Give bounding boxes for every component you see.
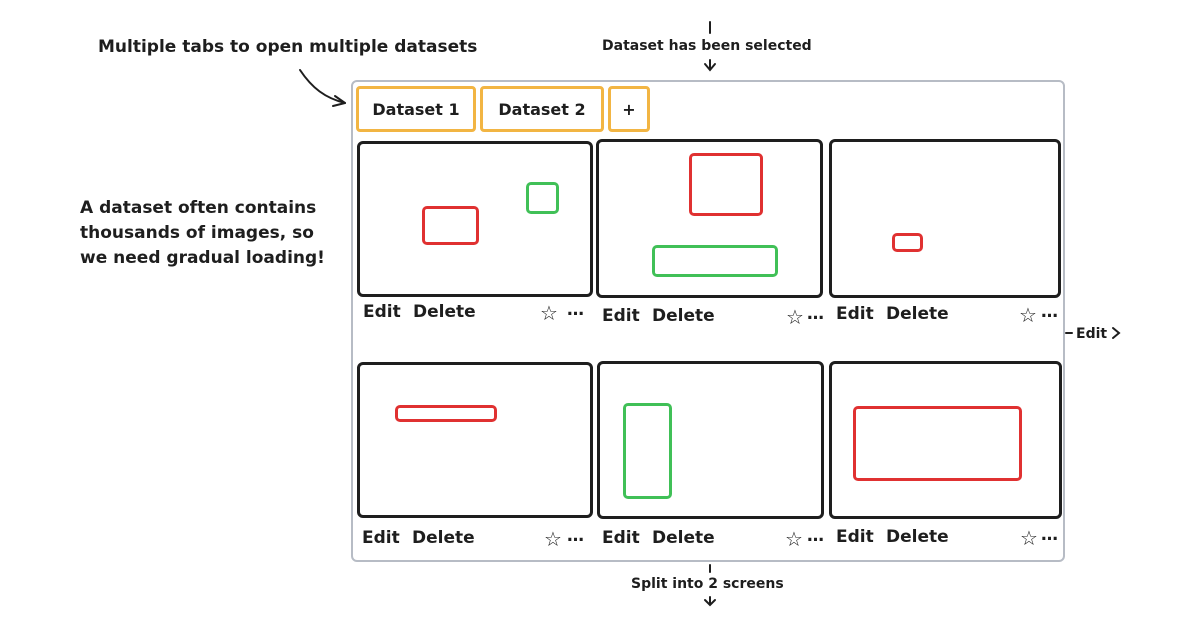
card-actions: Edit Delete ☆ … <box>602 304 827 330</box>
star-icon[interactable]: ☆ <box>786 305 804 329</box>
edit-button[interactable]: Edit <box>363 302 401 322</box>
edit-button[interactable]: Edit <box>362 528 400 548</box>
star-icon[interactable]: ☆ <box>785 527 803 551</box>
card-actions: Edit Delete ☆ … <box>836 302 1061 328</box>
more-options-icon[interactable]: … <box>807 526 824 546</box>
tab-label: Dataset 2 <box>498 99 586 119</box>
more-options-icon[interactable]: … <box>567 300 584 320</box>
edit-button[interactable]: Edit <box>602 528 640 548</box>
annotation-box-green <box>652 245 778 277</box>
image-card[interactable] <box>829 139 1061 298</box>
selected-annotation: Dataset has been selected <box>602 38 812 54</box>
plus-icon: + <box>622 99 636 119</box>
image-card[interactable] <box>357 141 593 297</box>
image-card[interactable] <box>597 361 824 519</box>
image-card[interactable] <box>829 361 1062 519</box>
annotation-box-red <box>689 153 763 216</box>
annotation-box-red <box>892 233 923 252</box>
delete-button[interactable]: Delete <box>886 304 949 324</box>
tabs-annotation: Multiple tabs to open multiple datasets <box>98 37 478 57</box>
edit-button[interactable]: Edit <box>836 527 874 547</box>
delete-button[interactable]: Delete <box>412 528 475 548</box>
image-card[interactable] <box>596 139 823 298</box>
delete-button[interactable]: Delete <box>652 528 715 548</box>
tab-dataset-2[interactable]: Dataset 2 <box>480 86 604 132</box>
more-options-icon[interactable]: … <box>807 304 824 324</box>
split-arrow <box>704 596 716 607</box>
loading-annotation-line-1: A dataset often contains <box>80 198 317 218</box>
more-options-icon[interactable]: … <box>1041 302 1058 322</box>
annotation-box-green <box>526 182 559 214</box>
annotation-box-green <box>623 403 672 499</box>
tabs-arrow <box>299 69 346 104</box>
add-tab-button[interactable]: + <box>608 86 650 132</box>
delete-button[interactable]: Delete <box>652 306 715 326</box>
annotation-box-red <box>853 406 1022 481</box>
image-card[interactable] <box>357 362 593 518</box>
dataset-window <box>351 80 1065 562</box>
card-actions: Edit Delete ☆ … <box>836 525 1061 551</box>
delete-button[interactable]: Delete <box>413 302 476 322</box>
star-icon[interactable]: ☆ <box>544 527 562 551</box>
more-options-icon[interactable]: … <box>1041 525 1058 545</box>
star-icon[interactable]: ☆ <box>1019 303 1037 327</box>
star-icon[interactable]: ☆ <box>540 301 558 325</box>
split-annotation: Split into 2 screens <box>631 576 784 592</box>
edit-annotation: Edit <box>1076 326 1108 342</box>
delete-button[interactable]: Delete <box>886 527 949 547</box>
edit-button[interactable]: Edit <box>602 306 640 326</box>
annotation-box-red <box>395 405 497 422</box>
card-actions: Edit Delete ☆ … <box>362 526 587 552</box>
tab-dataset-1[interactable]: Dataset 1 <box>356 86 476 132</box>
loading-annotation-line-2: thousands of images, so <box>80 223 314 243</box>
star-icon[interactable]: ☆ <box>1020 526 1038 550</box>
more-options-icon[interactable]: … <box>567 526 584 546</box>
card-actions: Edit Delete ☆ … <box>363 300 588 326</box>
card-actions: Edit Delete ☆ … <box>602 526 827 552</box>
tab-label: Dataset 1 <box>372 99 460 119</box>
loading-annotation-line-3: we need gradual loading! <box>80 248 325 268</box>
edit-button[interactable]: Edit <box>836 304 874 324</box>
selected-arrow <box>704 59 716 72</box>
annotation-box-red <box>422 206 479 245</box>
